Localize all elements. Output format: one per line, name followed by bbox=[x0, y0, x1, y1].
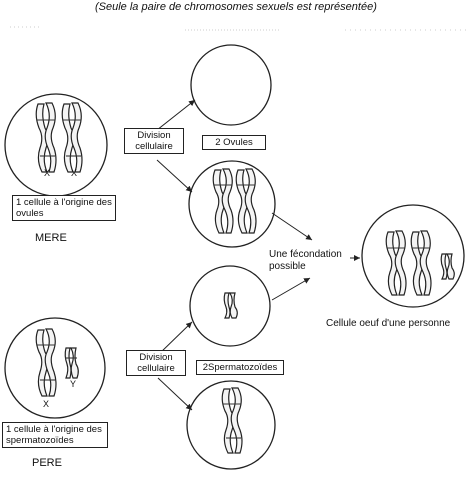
mother-cell bbox=[4, 93, 108, 197]
mother-origin-box: 1 cellule à l'origine des ovules bbox=[12, 195, 116, 221]
header-caption: (Seule la paire de chromosomes sexuels e… bbox=[95, 1, 377, 13]
arrow-father-to-bottom-sperm bbox=[157, 377, 193, 411]
father-parent-label: PERE bbox=[32, 457, 62, 469]
father-chromosome-label-y: Y bbox=[70, 379, 77, 389]
egg-cell-label: Cellule oeuf d'une personne bbox=[326, 318, 451, 329]
mother-parent-label: MERE bbox=[35, 232, 67, 244]
father-chromosome-label-x: X bbox=[43, 399, 50, 409]
ovule-cell-bottom bbox=[188, 160, 276, 248]
mother-chromosome-label-left: X bbox=[44, 168, 51, 178]
egg-chromosome-x-left bbox=[385, 230, 407, 296]
ovules-label-box: 2 Ovules bbox=[202, 135, 266, 150]
father-cell bbox=[4, 317, 106, 419]
mother-chromosome-x-right bbox=[61, 102, 83, 173]
arrow-mother-to-top-ovule bbox=[156, 99, 196, 131]
sperm-chromosome-x bbox=[221, 387, 243, 454]
sperm-cell-top bbox=[189, 265, 271, 347]
spermatozoa-label-box: 2Spermatozoïdes bbox=[196, 360, 284, 375]
sperm-chromosome-y bbox=[223, 292, 238, 319]
arrow-father-to-top-sperm bbox=[157, 321, 193, 356]
father-chromosome-x bbox=[35, 328, 57, 397]
egg-chromosome-y bbox=[440, 253, 455, 280]
father-chromosome-y bbox=[64, 347, 79, 379]
ovule-chromosome-x bbox=[212, 168, 257, 234]
father-origin-box: 1 cellule à l'origine des spermatozoïdes bbox=[2, 422, 108, 448]
fecundation-label: Une fécondation possible bbox=[269, 249, 342, 272]
scan-noise bbox=[10, 26, 468, 31]
arrow-mother-to-bottom-ovule bbox=[156, 159, 193, 193]
egg-chromosome-x-right bbox=[410, 230, 432, 296]
mother-chromosome-label-right: X bbox=[71, 168, 78, 178]
ovule-cell-top bbox=[190, 44, 272, 126]
father-division-box: Division cellulaire bbox=[126, 350, 186, 376]
mother-division-box: Division cellulaire bbox=[124, 128, 184, 154]
mother-chromosome-x-left bbox=[35, 102, 57, 173]
egg-cell bbox=[361, 204, 465, 308]
arrow-sperm-to-fecundation bbox=[271, 277, 311, 301]
arrow-ovule-to-fecundation bbox=[271, 212, 313, 241]
